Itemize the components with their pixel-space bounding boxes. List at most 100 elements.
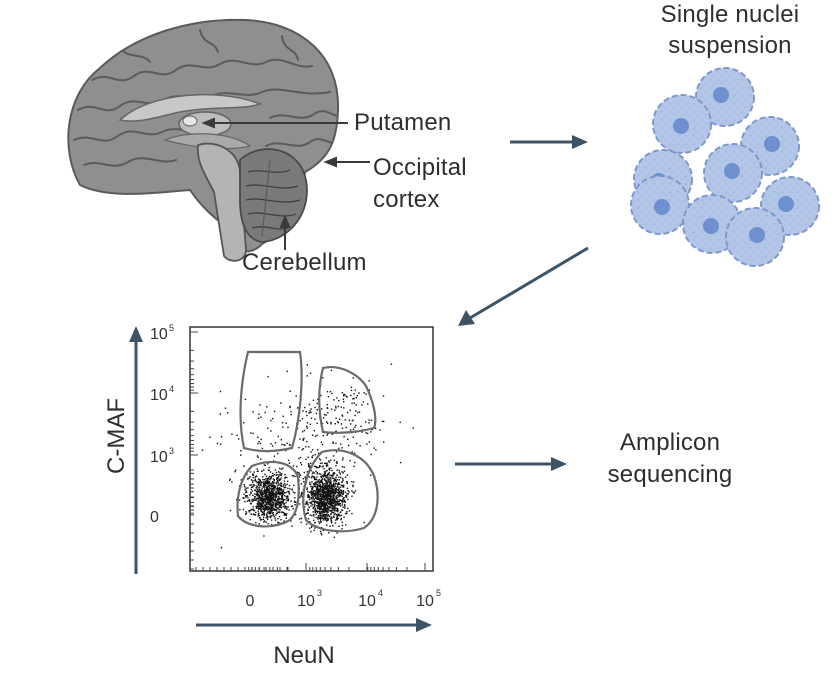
scatter-point [347,507,349,510]
scatter-point [270,502,272,505]
scatter-point [326,475,328,477]
scatter-point [276,501,278,504]
scatter-point [316,497,319,499]
scatter-point [273,487,275,490]
scatter-point [263,464,266,466]
scatter-point [337,517,339,520]
scatter-point [277,492,279,494]
scatter-point [336,507,339,509]
scatter-point [339,492,341,494]
scatter-point [318,458,321,460]
scatter-point [332,441,334,443]
scatter-point [307,518,310,520]
scatter-point [256,455,259,457]
scatter-point [338,513,340,516]
scatter-point [267,486,269,488]
scatter-point [340,490,342,492]
scatter-point [339,493,341,496]
scatter-point [323,508,326,510]
scatter-point [273,479,275,481]
scatter-point [287,496,289,498]
scatter-point [343,407,345,409]
scatter-point [278,501,280,503]
gate-upper-left [239,350,303,453]
scatter-point [257,489,259,491]
scatter-point [324,471,327,473]
scatter-point [338,525,340,527]
scatter-point [268,500,270,502]
scatter-point [283,486,285,489]
scatter-point [306,441,308,443]
scatter-point [338,495,341,498]
scatter-point [264,494,266,497]
scatter-point [336,504,338,506]
scatter-point [330,521,333,523]
scatter-point [326,422,329,424]
scatter-point [333,489,336,491]
scatter-point [302,448,305,450]
scatter-point [336,517,338,520]
scatter-point [286,476,288,479]
scatter-point [261,503,263,505]
scatter-point [338,504,340,506]
scatter-point [309,465,311,468]
scatter-point [307,493,309,496]
scatter-point [258,499,260,502]
scatter-point [353,397,355,400]
scatter-point [264,495,266,498]
scatter-point [266,498,269,500]
scatter-point [326,493,329,495]
scatter-point [337,489,340,492]
scatter-point [272,492,275,495]
scatter-point [251,498,253,501]
scatter-point [282,502,284,504]
scatter-point [254,480,256,482]
scatter-point [302,439,304,441]
scatter-point [313,476,316,479]
scatter-point [325,490,327,493]
scatter-point [313,515,315,517]
scatter-point [332,515,335,518]
scatter-point [252,480,254,482]
scatter-point [270,504,272,506]
scatter-point [336,496,338,499]
scatter-point [267,479,269,481]
scatter-point [318,503,321,505]
scatter-point [279,488,282,490]
scatter-point [329,492,331,494]
scatter-point [263,488,266,490]
scatter-point [282,426,284,428]
scatter-point [305,411,307,413]
scatter-point [370,474,372,476]
scatter-point [256,468,258,470]
scatter-point [318,499,320,501]
scatter-point [269,488,271,490]
scatter-point [309,462,312,464]
scatter-point [333,459,336,461]
scatter-point [368,380,370,382]
scatter-point [346,396,348,398]
scatter-point [308,495,310,497]
scatter-point [319,516,321,518]
scatter-point [314,503,316,506]
y-axis-label: C-MAF [103,398,130,474]
scatter-point [314,508,317,510]
scatter-point [259,508,262,510]
scatter-point [334,509,336,512]
scatter-point [333,536,335,539]
scatter-point [307,509,309,512]
scatter-point [335,480,337,482]
scatter-point [335,504,337,506]
scatter-point [328,461,331,463]
scatter-point [266,489,269,491]
scatter-point [256,482,258,484]
scatter-point [252,486,254,488]
scatter-point [266,503,268,506]
scatter-point [320,513,322,515]
scatter-point [294,504,296,506]
scatter-point [298,457,300,460]
scatter-point [327,490,329,492]
scatter-point [270,490,272,493]
scatter-point [319,459,322,461]
y-tick-exponent: 5 [169,323,174,333]
